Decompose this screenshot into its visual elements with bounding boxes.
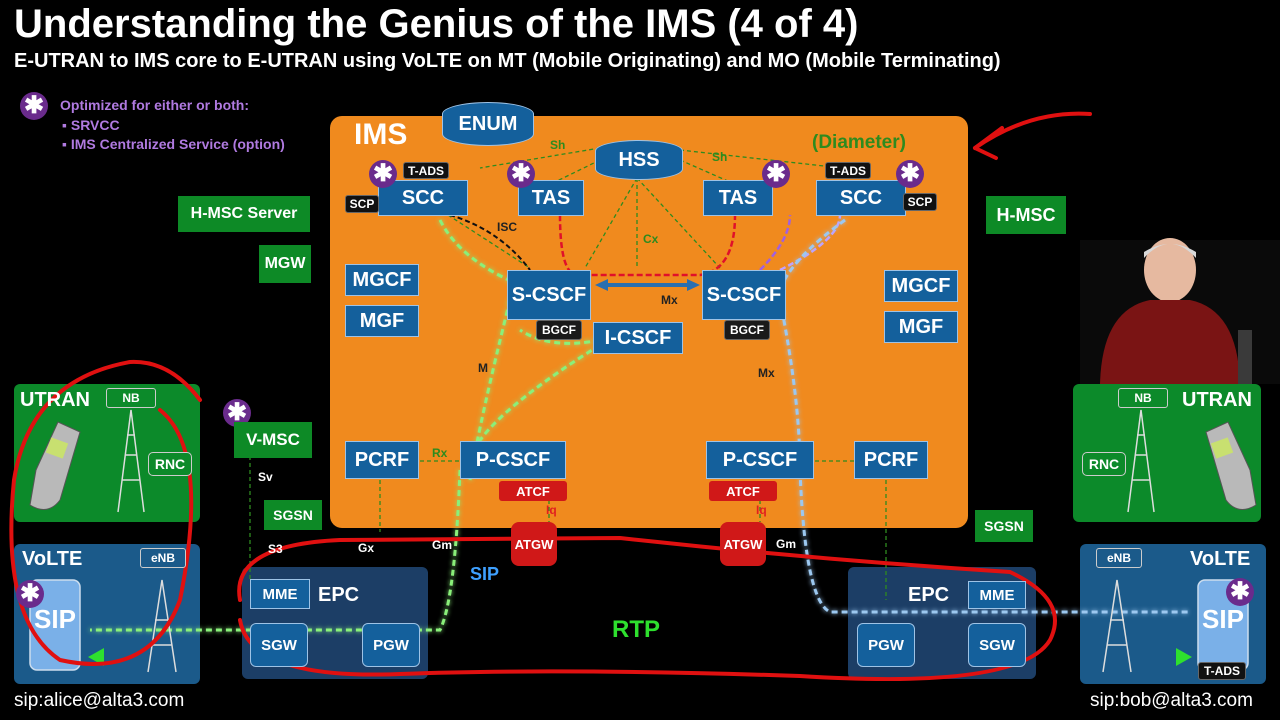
bob-sip-address: sip:bob@alta3.com [1090, 690, 1253, 711]
note-item: ▪ SRVCC [62, 117, 120, 133]
atcf-left-node: ATCF [499, 481, 567, 501]
mgw-node: MGW [259, 245, 311, 283]
rnc-left-tag: RNC [148, 452, 192, 476]
star-icon: ✱ [369, 160, 397, 188]
p-cscf-right-node: P-CSCF [706, 441, 814, 479]
atgw-left-node: ATGW [511, 522, 557, 566]
star-icon: ✱ [1226, 578, 1254, 606]
volte-right-label: VoLTE [1190, 548, 1251, 570]
i-cscf-node: I-CSCF [593, 322, 683, 354]
star-icon: ✱ [223, 399, 251, 427]
rtp-flow-label: RTP [612, 616, 660, 643]
star-icon: ✱ [896, 160, 924, 188]
s-cscf-left-node: S-CSCF [507, 270, 591, 320]
atgw-right-node: ATGW [720, 522, 766, 566]
star-icon: ✱ [507, 160, 535, 188]
volte-left-label: VoLTE [22, 548, 83, 570]
sip-flow-label: SIP [470, 564, 500, 584]
sgsn-left-node: SGSN [264, 500, 322, 530]
note-item-text: IMS Centralized Service (option) [70, 136, 285, 152]
gm-right-label: Gm [776, 537, 797, 551]
sh-right-label: Sh [712, 150, 728, 164]
tas-right-node: TAS [703, 180, 773, 216]
scp-right-tag: SCP [903, 193, 937, 211]
bgcf-right-tag: BGCF [724, 320, 770, 340]
scp-left-tag: SCP [345, 195, 379, 213]
enb-right-tag: eNB [1096, 548, 1142, 568]
mx-right-label: Mx [758, 366, 775, 380]
h-msc-node: H-MSC [986, 196, 1066, 234]
s-cscf-right-node: S-CSCF [702, 270, 786, 320]
mme-left-node: MME [250, 579, 310, 609]
bgcf-left-tag: BGCF [536, 320, 582, 340]
pcrf-left-node: PCRF [345, 441, 419, 479]
tads-phone-tag: T-ADS [1198, 662, 1246, 680]
mgf-left-node: MGF [345, 305, 419, 337]
scc-left-node: SCC [378, 180, 468, 216]
utran-left-label: UTRAN [20, 389, 90, 411]
sgsn-right-node: SGSN [975, 510, 1033, 542]
tads-left-tag: T-ADS [403, 162, 449, 179]
pgw-left-node: PGW [362, 623, 420, 667]
isc-label: ISC [497, 220, 518, 234]
m-left-label: M [478, 361, 488, 375]
page-title: Understanding the Genius of the IMS (4 o… [14, 2, 859, 46]
epc-left-label: EPC [318, 584, 360, 606]
nb-left-tag: NB [106, 388, 156, 408]
ims-label: IMS [354, 118, 408, 151]
mx-center-label: Mx [661, 293, 678, 307]
s3-label: S3 [268, 542, 283, 556]
v-msc-node: V-MSC [234, 422, 312, 458]
note-heading: Optimized for either or both: [60, 97, 249, 113]
gm-left-label: Gm [432, 538, 453, 552]
utran-right-label: UTRAN [1182, 389, 1252, 411]
tads-right-tag: T-ADS [825, 162, 871, 179]
sip-phone-left: SIP [34, 604, 76, 634]
hss-database: HSS [595, 140, 683, 180]
star-icon: ✱ [20, 92, 48, 120]
page-subtitle: E-UTRAN to IMS core to E-UTRAN using VoL… [14, 50, 1001, 72]
mgcf-left-node: MGCF [345, 264, 419, 296]
rx-label: Rx [432, 446, 448, 460]
sh-left-label: Sh [550, 138, 566, 152]
sgw-left-node: SGW [250, 623, 308, 667]
note-item: ▪ IMS Centralized Service (option) [62, 136, 285, 152]
iq-left-label: Iq [546, 503, 557, 517]
note-item-text: SRVCC [70, 117, 120, 133]
p-cscf-left-node: P-CSCF [460, 441, 566, 479]
enum-database: ENUM [442, 102, 534, 146]
sip-phone-right: SIP [1202, 604, 1244, 634]
h-msc-server-node: H-MSC Server [178, 196, 310, 232]
scc-right-node: SCC [816, 180, 906, 216]
rnc-right-tag: RNC [1082, 452, 1126, 476]
mme-right-node: MME [968, 581, 1026, 609]
pgw-right-node: PGW [857, 623, 915, 667]
atcf-right-node: ATCF [709, 481, 777, 501]
epc-right-label: EPC [908, 584, 950, 606]
sv-label: Sv [258, 470, 273, 484]
star-icon: ✱ [16, 580, 44, 608]
mgcf-right-node: MGCF [884, 270, 958, 302]
nb-right-tag: NB [1118, 388, 1168, 408]
diameter-label: (Diameter) [812, 132, 906, 153]
enb-left-tag: eNB [140, 548, 186, 568]
sgw-right-node: SGW [968, 623, 1026, 667]
mgf-right-node: MGF [884, 311, 958, 343]
pcrf-right-node: PCRF [854, 441, 928, 479]
gx-label: Gx [358, 541, 375, 555]
iq-right-label: Iq [756, 503, 767, 517]
cx-label: Cx [643, 232, 659, 246]
alice-sip-address: sip:alice@alta3.com [14, 690, 185, 711]
star-icon: ✱ [762, 160, 790, 188]
